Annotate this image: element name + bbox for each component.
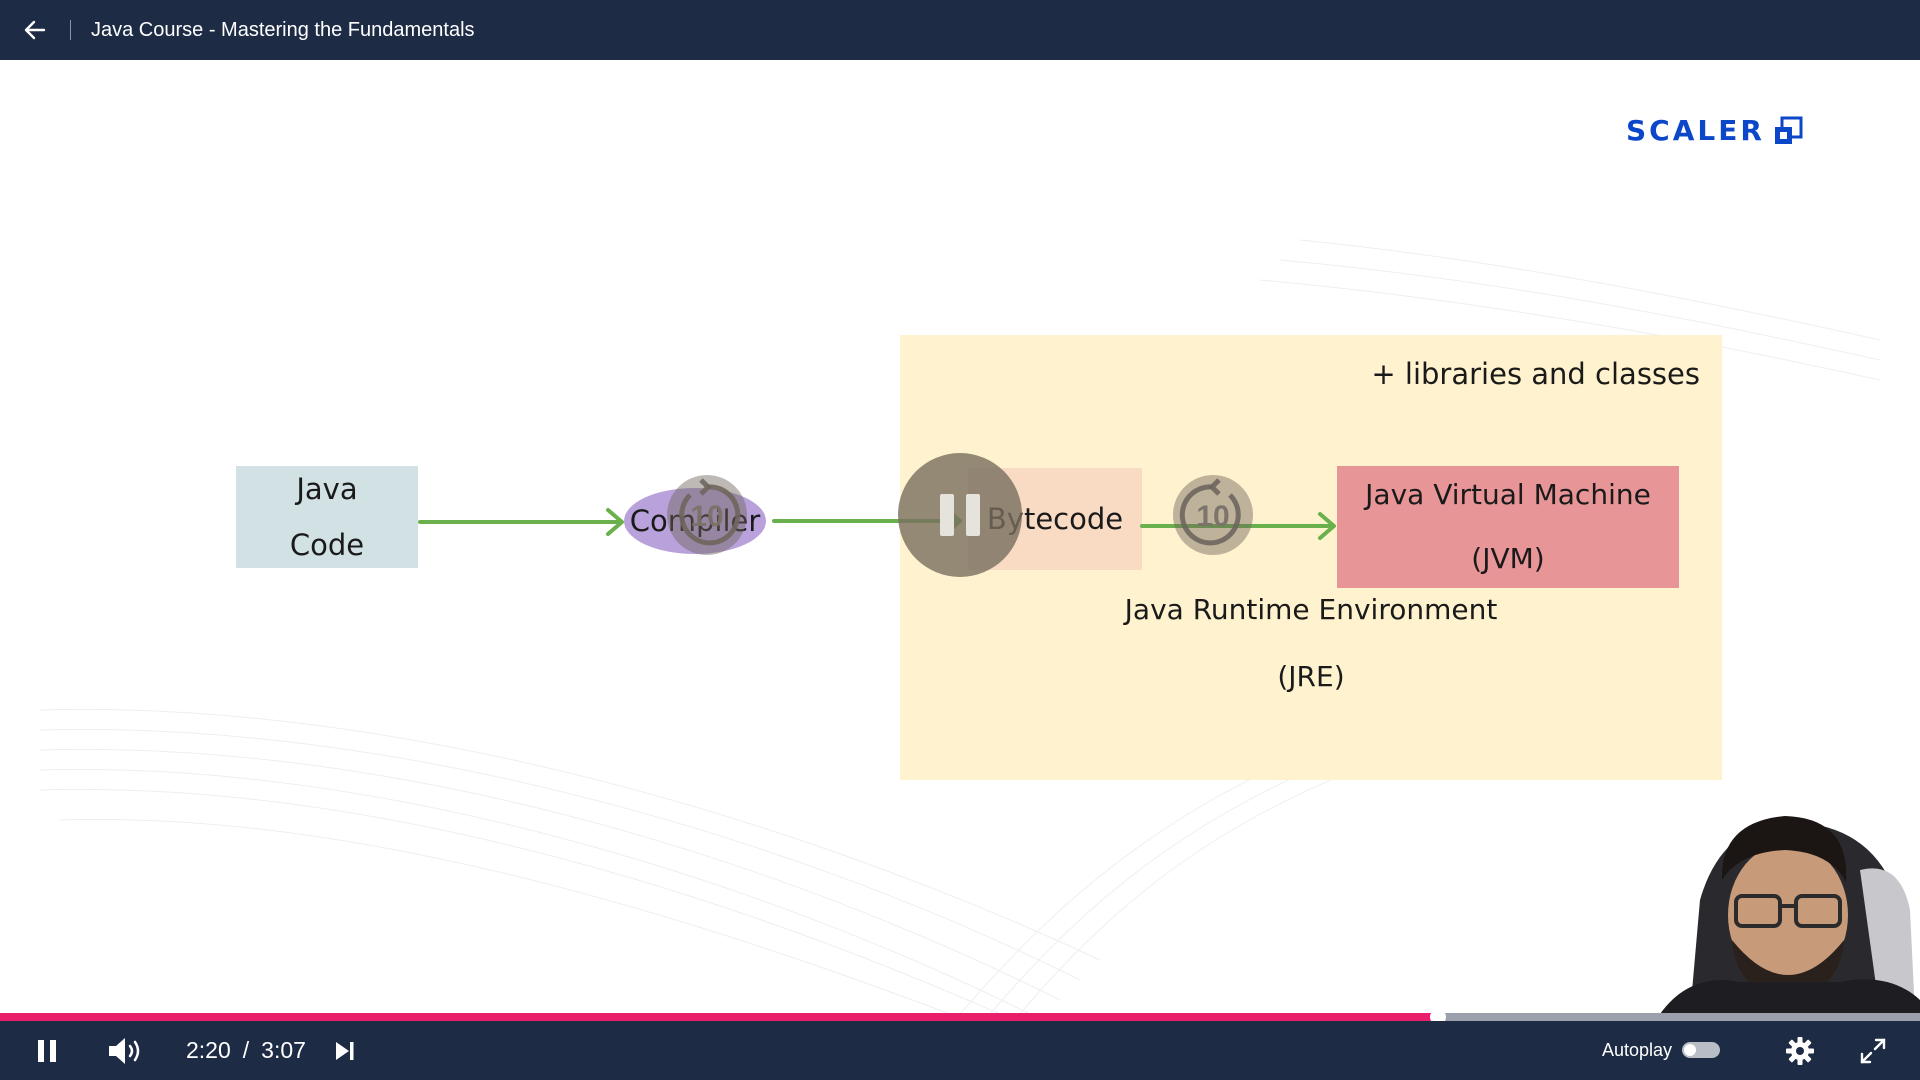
scaler-logo-icon (1774, 116, 1803, 144)
arrowhead-compiler (606, 508, 624, 536)
video-player[interactable]: SCALER + libraries and classes Java Runt… (0, 60, 1920, 1014)
forward-10-icon: 10 (1173, 475, 1253, 555)
center-pause-button[interactable] (898, 453, 1022, 577)
time-separator: / (242, 1037, 250, 1063)
settings-button[interactable] (1780, 1021, 1820, 1080)
forward-seconds: 10 (1196, 500, 1229, 533)
rewind-10-icon: 10 (667, 475, 747, 555)
autoplay-toggle-knob (1684, 1044, 1696, 1056)
fullscreen-icon (1860, 1038, 1886, 1063)
control-bar: 2:20 / 3:07 Autoplay (0, 1021, 1920, 1080)
progress-played (0, 1013, 1439, 1021)
jre-label-line2: (JRE) (1277, 660, 1345, 693)
top-bar: Java Course - Mastering the Fundamentals (0, 0, 1920, 60)
pause-button[interactable] (22, 1021, 72, 1080)
autoplay-label: Autoplay (1602, 1040, 1673, 1060)
pause-icon (38, 1039, 56, 1062)
slide-background (39, 239, 1881, 1014)
time-display: 2:20 / 3:07 (186, 1021, 306, 1080)
arrowhead-jvm (1318, 512, 1336, 540)
title-divider (70, 20, 71, 40)
scaler-logo: SCALER (1626, 114, 1803, 147)
jre-label-line1: Java Runtime Environment (1124, 593, 1498, 626)
pause-icon (940, 494, 980, 536)
skip-next-icon (336, 1041, 354, 1060)
java-code-line2: Code (289, 528, 365, 562)
progress-bar[interactable] (0, 1009, 1920, 1025)
jvm-box: Java Virtual Machine (JVM) (1337, 466, 1679, 588)
fullscreen-button[interactable] (1855, 1021, 1891, 1080)
current-time: 2:20 (186, 1037, 231, 1063)
forward-10-button[interactable]: 10 (1172, 474, 1254, 556)
libraries-label: + libraries and classes (1371, 357, 1700, 391)
presenter-webcam (1660, 816, 1920, 1014)
gear-icon (1786, 1036, 1814, 1065)
jvm-line2: (JVM) (1471, 542, 1545, 575)
logo-text: SCALER (1626, 114, 1765, 147)
volume-icon (109, 1037, 140, 1064)
course-title: Java Course - Mastering the Fundamentals (91, 18, 475, 41)
rewind-10-button[interactable]: 10 (666, 474, 748, 556)
java-code-line1: Java (296, 472, 358, 506)
next-button[interactable] (330, 1021, 360, 1080)
jvm-line1: Java Virtual Machine (1365, 478, 1651, 511)
rewind-seconds: 10 (690, 500, 723, 533)
back-button[interactable] (0, 0, 70, 60)
arrow-left-icon (24, 20, 46, 40)
duration: 3:07 (261, 1037, 306, 1063)
volume-button[interactable] (100, 1021, 150, 1080)
autoplay-toggle[interactable] (1682, 1042, 1720, 1058)
java-code-box: Java Code (236, 466, 418, 568)
